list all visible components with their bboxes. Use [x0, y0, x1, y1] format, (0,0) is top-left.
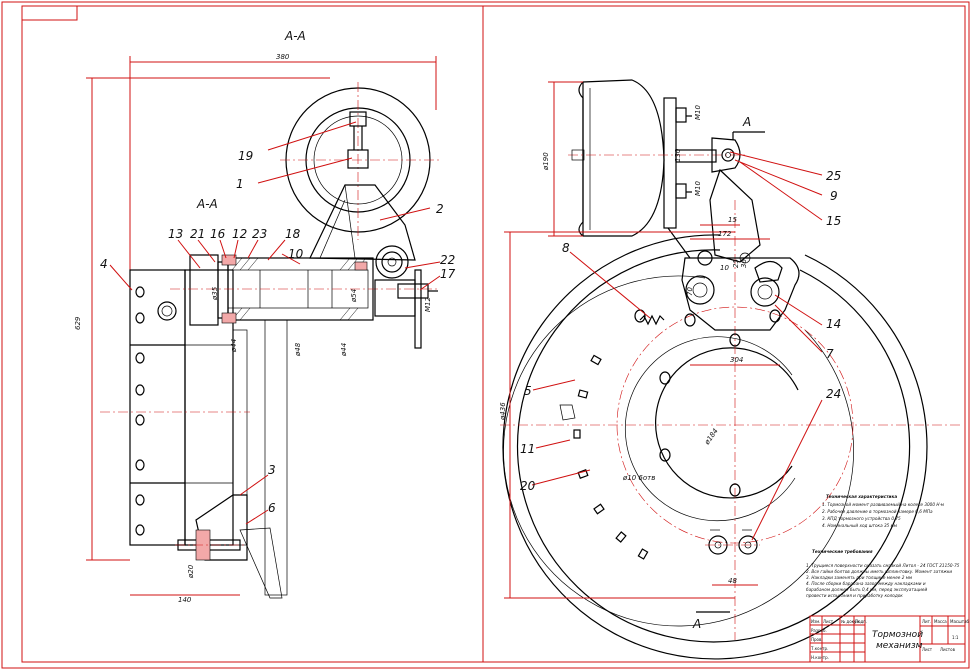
svg-text:Листов: Листов: [940, 647, 956, 652]
svg-text:130: 130: [674, 148, 682, 162]
corner-box: [21, 5, 78, 21]
callout-13: 13: [168, 227, 183, 241]
callout-18: 18: [285, 227, 301, 241]
svg-text:Пров.: Пров.: [811, 637, 823, 642]
dim-bolt: ø10 6отв: [622, 474, 655, 482]
svg-text:2. Все гайки болтов должны име: 2. Все гайки болтов должны иметь шплинто…: [806, 569, 952, 574]
svg-text:M10: M10: [694, 181, 702, 196]
svg-text:Разраб.: Разраб.: [811, 628, 827, 633]
callout-14: 14: [826, 317, 841, 331]
dim-140: 140: [178, 596, 192, 604]
callout-7: 7: [826, 347, 834, 361]
dim-m12: M12: [424, 297, 432, 312]
svg-text:барабаном должен быть 0,4 мм,: барабаном должен быть 0,4 мм, перед эксп…: [806, 587, 927, 592]
dim-25: 25: [732, 259, 740, 268]
brake-drum: [502, 234, 928, 660]
section-title-left: А-А: [196, 197, 218, 211]
section-title-top: А-А: [284, 29, 306, 43]
dim-15: 15: [728, 216, 737, 224]
callout-4: 4: [100, 257, 108, 271]
callout-20: 20: [520, 479, 536, 493]
svg-text:Т.контр.: Т.контр.: [810, 646, 828, 651]
svg-text:№ докум.: № докум.: [841, 619, 861, 624]
svg-text:ø44: ø44: [340, 343, 348, 357]
dim-48: 48: [728, 577, 737, 585]
callout-5: 5: [524, 384, 532, 398]
svg-text:4. После сборки барабана зазор: 4. После сборки барабана зазор между нак…: [806, 581, 926, 586]
callout-19: 19: [238, 149, 253, 163]
dim-190: ø190: [542, 152, 550, 171]
dim-172: 172: [718, 230, 732, 238]
svg-text:4. Номинальный ход штока 35 мм: 4. Номинальный ход штока 35 мм: [822, 523, 897, 528]
svg-text:Лист: Лист: [823, 619, 834, 624]
dim-36: 36: [740, 259, 748, 268]
title-line1: Тормозной: [872, 630, 923, 640]
dim-10: 10: [720, 264, 729, 272]
title-line2: механизм: [876, 641, 923, 651]
callout-10: 10: [288, 247, 304, 261]
dim-35: ø35: [211, 286, 219, 301]
callout-23: 23: [252, 227, 267, 241]
title-block: Изм. Лист № докум. Подп. Разраб. Пров. Т…: [809, 615, 970, 663]
svg-text:304: 304: [730, 356, 743, 364]
callout-22: 22: [440, 253, 455, 267]
req-title: Технические требования: [812, 549, 873, 554]
callout-6: 6: [268, 501, 276, 515]
svg-text:Лист: Лист: [922, 647, 933, 652]
left-section-view: А-А А-А 380 629 140: [74, 29, 456, 604]
svg-text:1. Трущиеся поверхности смазат: 1. Трущиеся поверхности смазать смазкой …: [806, 563, 960, 568]
callout-25: 25: [826, 169, 841, 183]
svg-text:Масштаб: Масштаб: [950, 619, 970, 624]
svg-text:Лит.: Лит.: [922, 619, 931, 624]
callout-24: 24: [826, 387, 841, 401]
svg-text:ø44: ø44: [230, 339, 238, 353]
svg-text:3. КПД тормозного устройства 0: 3. КПД тормозного устройства 0,75: [822, 516, 901, 521]
callout-9: 9: [830, 189, 838, 203]
section-marker-top: А: [742, 115, 751, 129]
svg-text:2. Рабочее давление в тормозно: 2. Рабочее давление в тормозной камере 0…: [822, 509, 933, 514]
svg-text:Масса: Масса: [934, 619, 947, 624]
svg-text:Подп.: Подп.: [855, 619, 867, 624]
callout-8: 8: [562, 241, 570, 255]
drawing-border: [21, 5, 966, 663]
dim-380: 380: [276, 53, 290, 61]
callout-12: 12: [232, 227, 247, 241]
callout-11: 11: [520, 442, 535, 456]
dim-629: 629: [74, 316, 82, 330]
tech-title: Техническая характеристика: [826, 494, 897, 499]
svg-text:Н.контр.: Н.контр.: [811, 655, 829, 660]
callout-16: 16: [210, 227, 226, 241]
section-marker-bottom: А: [692, 617, 701, 631]
svg-text:ø20: ø20: [187, 564, 195, 579]
callout-2: 2: [436, 202, 444, 216]
dim-436: ø436: [499, 402, 507, 421]
callout-17: 17: [440, 267, 456, 281]
callout-1: 1: [236, 177, 244, 191]
scale: 1:1: [952, 635, 959, 640]
callout-15: 15: [826, 214, 841, 228]
svg-text:ø48: ø48: [294, 342, 302, 357]
callout-21: 21: [190, 227, 205, 241]
svg-text:провести испытания и приработк: провести испытания и приработку колодок: [806, 593, 903, 598]
svg-text:1. Тормозной момент развиваемы: 1. Тормозной момент развиваемый на колес…: [822, 502, 944, 507]
svg-text:3. Накладки заменять при толщи: 3. Накладки заменять при толщине менее 2…: [806, 575, 912, 580]
svg-text:70: 70: [686, 287, 694, 296]
dim-54: ø54: [350, 289, 358, 303]
svg-text:M10: M10: [694, 105, 702, 120]
svg-text:Изм.: Изм.: [811, 619, 820, 624]
callout-3: 3: [268, 463, 276, 477]
right-front-view: ø190 130 M10 M10 А А ø436: [499, 79, 960, 660]
technical-notes: Техническая характеристика 1. Тормозной …: [806, 494, 960, 598]
